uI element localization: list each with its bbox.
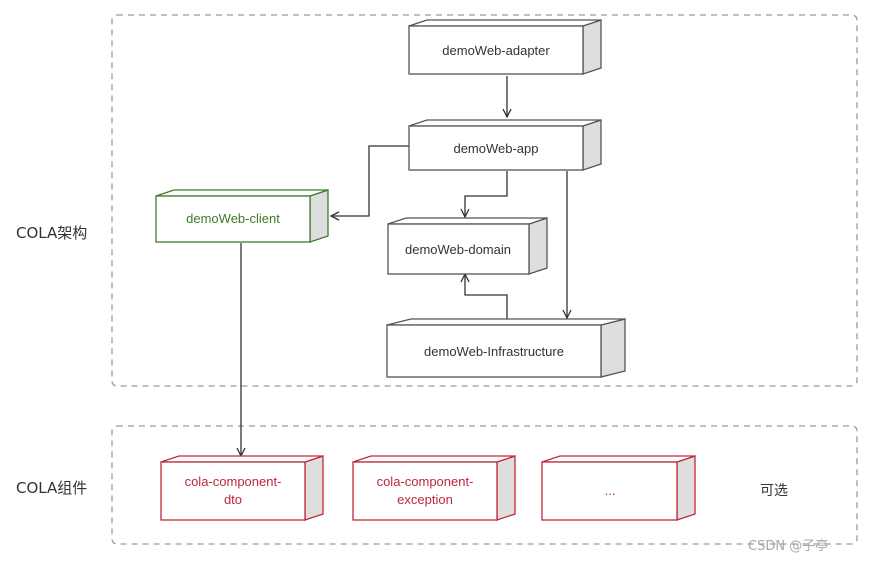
exception-label-line2: exception (397, 492, 453, 507)
architecture-group (111, 14, 858, 387)
infrastructure-box: demoWeb-Infrastructure (386, 318, 626, 378)
components-group (111, 425, 858, 545)
adapter-box: demoWeb-adapter (408, 19, 602, 75)
client-label: demoWeb-client (186, 211, 280, 226)
architecture-label: COLA架构 (16, 224, 87, 242)
domain-label: demoWeb-domain (405, 242, 511, 257)
app-to-client-arrow (331, 145, 410, 216)
components-label: COLA组件 (16, 479, 87, 497)
client-box: demoWeb-client (155, 189, 329, 243)
more-components-label: ... (605, 483, 616, 498)
dto-label-line1: cola-component- (185, 474, 282, 489)
app-box: demoWeb-app (408, 119, 602, 171)
exception-label-line1: cola-component- (377, 474, 474, 489)
dto-box: cola-component- dto (160, 455, 324, 521)
optional-label: 可选 (760, 483, 788, 499)
infrastructure-label: demoWeb-Infrastructure (424, 344, 564, 359)
more-components-box: ... (541, 455, 696, 521)
watermark: CSDN @子亭 (748, 538, 828, 554)
connectors (241, 76, 567, 456)
adapter-label: demoWeb-adapter (442, 43, 550, 58)
app-label: demoWeb-app (453, 141, 538, 156)
app-to-domain-arrow (465, 171, 508, 217)
infrastructure-to-domain-arrow (465, 274, 508, 320)
exception-box: cola-component- exception (352, 455, 516, 521)
dto-label-line2: dto (224, 492, 242, 507)
domain-box: demoWeb-domain (387, 217, 548, 275)
